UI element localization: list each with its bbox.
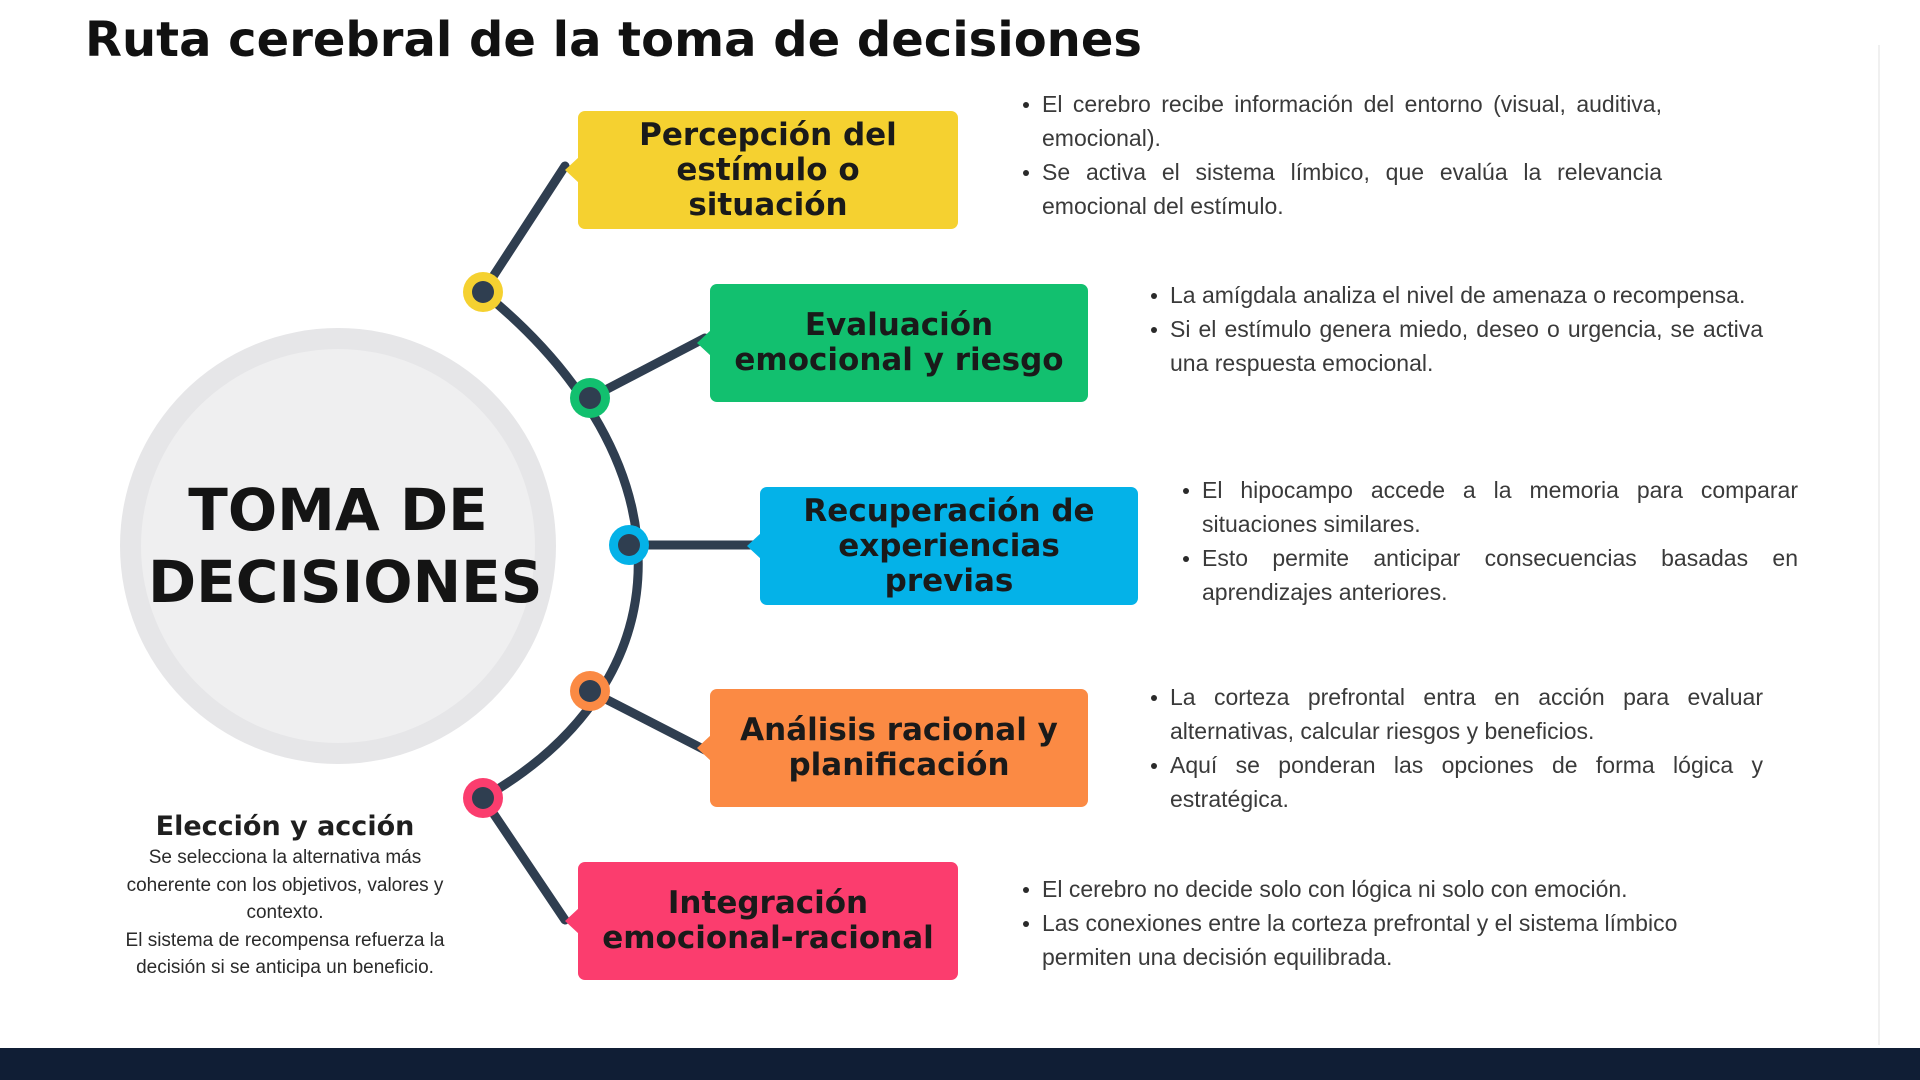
node-dot-5-core bbox=[472, 787, 494, 809]
list-item: El cerebro no decide solo con lógica ni … bbox=[1020, 872, 1680, 906]
list-item: La corteza prefrontal entra en acción pa… bbox=[1148, 680, 1763, 748]
step-box-perception: Percepción del estímulo o situación bbox=[565, 111, 958, 229]
final-step: Elección y acción Se selecciona la alter… bbox=[110, 810, 460, 982]
step-description-experience-recall: El hipocampo accede a la memoria para co… bbox=[1180, 473, 1798, 609]
step-box-pointer bbox=[747, 533, 761, 559]
list-item: Se activa el sistema límbico, que evalúa… bbox=[1020, 155, 1662, 223]
step-label: Percepción del estímulo o situación bbox=[639, 116, 897, 223]
main-arc bbox=[478, 287, 643, 803]
step-label: Integración emocional-racional bbox=[602, 885, 934, 956]
final-step-text-2: El sistema de recompensa refuerza la dec… bbox=[125, 929, 445, 979]
final-step-title: Elección y acción bbox=[155, 811, 415, 842]
page-title: Ruta cerebral de la toma de decisiones bbox=[85, 12, 1142, 68]
step-description-perception: El cerebro recibe información del entorn… bbox=[1020, 87, 1662, 223]
node-dot-4-core bbox=[579, 680, 601, 702]
branch-connector-1 bbox=[478, 161, 570, 297]
node-dot-3-core bbox=[618, 534, 640, 556]
step-label: Recuperación de experiencias previas bbox=[803, 492, 1095, 599]
list-item: Aquí se ponderan las opciones de forma l… bbox=[1148, 748, 1763, 816]
step-box-pointer bbox=[565, 908, 579, 934]
final-step-text: Se selecciona la alternativa más coheren… bbox=[126, 847, 444, 923]
step-box-experience-recall: Recuperación de experiencias previas bbox=[747, 487, 1138, 605]
right-divider bbox=[1878, 45, 1880, 1045]
branch-connector-2 bbox=[585, 333, 710, 403]
step-box-integration: Integración emocional-racional bbox=[565, 862, 958, 980]
list-item: La amígdala analiza el nivel de amenaza … bbox=[1148, 278, 1763, 312]
center-label: TOMA DE DECISIONES bbox=[148, 476, 543, 616]
step-label: Análisis racional y planificación bbox=[740, 712, 1058, 783]
list-item: Las conexiones entre la corteza prefront… bbox=[1020, 906, 1680, 974]
list-item: El cerebro recibe información del entorn… bbox=[1020, 87, 1662, 155]
branch-connector-5 bbox=[478, 793, 570, 925]
list-item: El hipocampo accede a la memoria para co… bbox=[1180, 473, 1798, 541]
step-box-pointer bbox=[697, 330, 711, 356]
node-dot-2-core bbox=[579, 387, 601, 409]
step-description-integration: El cerebro no decide solo con lógica ni … bbox=[1020, 872, 1680, 974]
center-circle-inner: TOMA DE DECISIONES bbox=[141, 349, 543, 743]
step-label: Evaluación emocional y riesgo bbox=[734, 307, 1064, 378]
step-box-pointer bbox=[565, 157, 579, 183]
footer-bar bbox=[0, 1048, 1920, 1080]
branch-connector-4 bbox=[585, 686, 710, 755]
step-box-rational-analysis: Análisis racional y planificación bbox=[697, 689, 1088, 807]
list-item: Esto permite anticipar consecuencias bas… bbox=[1180, 541, 1798, 609]
step-description-rational-analysis: La corteza prefrontal entra en acción pa… bbox=[1148, 680, 1763, 816]
node-dot-1-core bbox=[472, 281, 494, 303]
step-box-pointer bbox=[697, 735, 711, 761]
step-description-emotional-evaluation: La amígdala analiza el nivel de amenaza … bbox=[1148, 278, 1763, 380]
step-box-emotional-evaluation: Evaluación emocional y riesgo bbox=[697, 284, 1088, 402]
list-item: Si el estímulo genera miedo, deseo o urg… bbox=[1148, 312, 1763, 380]
